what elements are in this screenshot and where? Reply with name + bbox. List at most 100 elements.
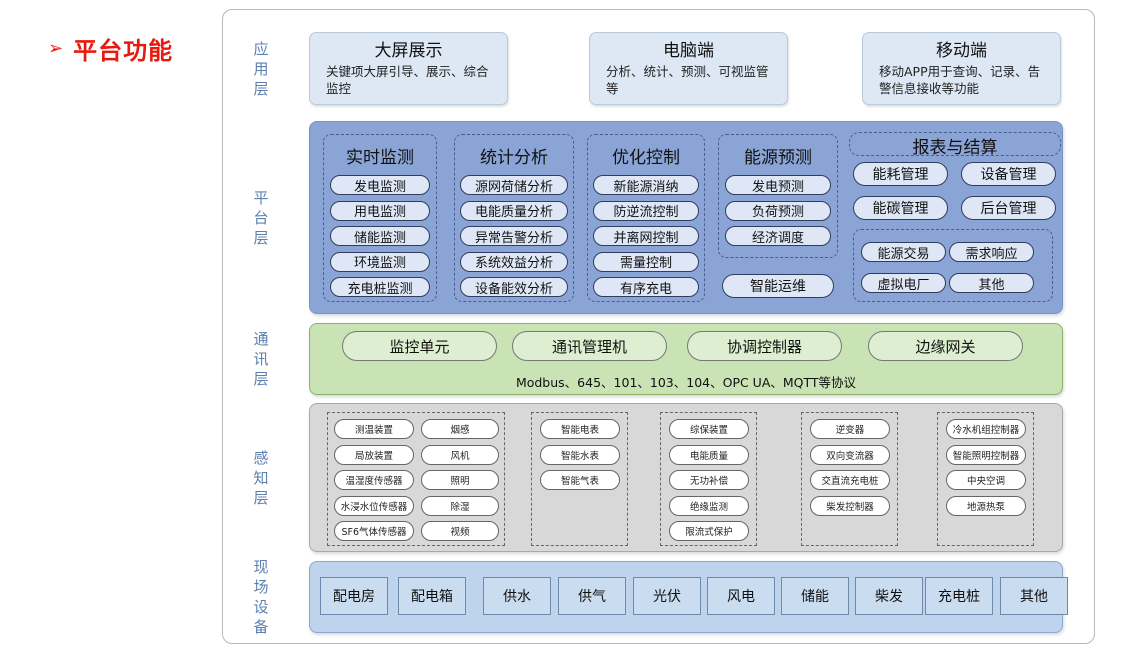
- report-pill: 设备管理: [961, 162, 1056, 186]
- platform-pill: 设备能效分析: [460, 277, 568, 297]
- sensor-pill: 智能水表: [540, 444, 620, 465]
- perception-group-1: 智能电表智能水表智能气表: [531, 412, 628, 546]
- sensor-pill: 智能照明控制器: [946, 444, 1026, 465]
- field-device-box: 柴发: [855, 577, 923, 615]
- report-pill: 能碳管理: [853, 196, 948, 220]
- field-device-box: 风电: [707, 577, 775, 615]
- platform-pill: 负荷预测: [725, 200, 831, 221]
- sensor-pill: 限流式保护: [669, 521, 749, 541]
- field-device-box: 储能: [781, 577, 849, 615]
- sensor-pill: 风机: [421, 444, 499, 465]
- platform-group-title: 能源预测: [744, 148, 812, 168]
- platform-pill: 电能质量分析: [460, 200, 568, 221]
- field-layer-band: 配电房配电箱供水供气光伏风电储能柴发充电桩其他: [309, 561, 1068, 633]
- sensor-pill: 智能电表: [540, 419, 620, 439]
- app-card-title: 电脑端: [663, 41, 714, 61]
- app-card-desc: 关键项大屏引导、展示、综合监控: [326, 64, 489, 96]
- sensor-pill: 温湿度传感器: [334, 470, 414, 490]
- field-device-box: 配电房: [320, 577, 388, 615]
- perception-group-4: 冷水机组控制器智能照明控制器中央空调地源热泵: [937, 412, 1034, 546]
- sensor-pill: 烟感: [421, 419, 499, 439]
- app-card-big-screen: 大屏展示 关键项大屏引导、展示、综合监控: [309, 32, 508, 105]
- platform-group-3: 能源预测发电预测负荷预测经济调度: [718, 134, 838, 258]
- platform-pill: 环境监测: [330, 251, 430, 272]
- platform-pill: 发电监测: [330, 175, 430, 195]
- sensor-pill: 冷水机组控制器: [946, 419, 1026, 439]
- page-title: 平台功能: [73, 36, 174, 65]
- platform-group-2: 优化控制新能源消纳防逆流控制并离网控制需量控制有序充电: [587, 134, 705, 302]
- field-device-box: 配电箱: [398, 577, 466, 615]
- sensor-pill: 双向变流器: [810, 444, 890, 465]
- app-card-desc: 移动APP用于查询、记录、告警信息接收等功能: [879, 64, 1041, 96]
- field-device-box: 供水: [483, 577, 551, 615]
- sensor-pill: 中央空调: [946, 470, 1026, 490]
- comm-pill: 边缘网关: [868, 331, 1023, 361]
- arrow-bullet-icon: ➢: [48, 37, 64, 59]
- sensor-pill: 电能质量: [669, 444, 749, 465]
- field-device-box: 充电桩: [925, 577, 993, 615]
- sensor-pill: 照明: [421, 470, 499, 490]
- platform-pill: 经济调度: [725, 226, 831, 246]
- report-sub-group: 能源交易需求响应虚拟电厂其他: [853, 229, 1053, 302]
- platform-layer-band: 实时监测发电监测用电监测储能监测环境监测充电桩监测统计分析源网荷储分析电能质量分…: [309, 121, 1063, 314]
- perception-group-2: 综保装置电能质量无功补偿绝缘监测限流式保护: [660, 412, 757, 546]
- report-sub-pill: 其他: [949, 273, 1034, 293]
- app-card-pc: 电脑端 分析、统计、预测、可视监管等: [589, 32, 788, 105]
- report-pill: 后台管理: [961, 196, 1056, 220]
- app-card-desc: 分析、统计、预测、可视监管等: [606, 64, 769, 96]
- field-device-box: 供气: [558, 577, 626, 615]
- platform-group-title: 实时监测: [346, 148, 414, 168]
- sensor-pill: 局放装置: [334, 444, 414, 465]
- sensor-pill: 测温装置: [334, 419, 414, 439]
- layer-label-platform: 平台层: [253, 188, 269, 247]
- platform-pill: 防逆流控制: [593, 200, 699, 221]
- layer-label-perception: 感知层: [253, 448, 269, 507]
- layer-label-field: 现场设备: [253, 558, 269, 636]
- sensor-pill: 柴发控制器: [810, 495, 890, 516]
- sensor-pill: 无功补偿: [669, 470, 749, 490]
- platform-pill: 有序充电: [593, 277, 699, 297]
- sensor-pill: 综保装置: [669, 419, 749, 439]
- layer-label-comm: 通讯层: [253, 330, 269, 388]
- sensor-pill: 水浸水位传感器: [334, 495, 414, 516]
- platform-group-title: 统计分析: [480, 148, 548, 168]
- platform-pill: 需量控制: [593, 251, 699, 272]
- ops-pill: 智能运维: [722, 274, 834, 298]
- sensor-pill: 交直流充电桩: [810, 470, 890, 490]
- field-device-box: 其他: [1000, 577, 1068, 615]
- platform-pill: 并离网控制: [593, 226, 699, 246]
- report-sub-pill: 需求响应: [949, 242, 1034, 262]
- report-pill: 能耗管理: [853, 162, 948, 186]
- comm-layer-band: 监控单元通讯管理机协调控制器边缘网关 Modbus、645、101、103、10…: [309, 323, 1063, 395]
- protocol-text: Modbus、645、101、103、104、OPC UA、MQTT等协议: [515, 375, 857, 390]
- comm-pill: 协调控制器: [687, 331, 842, 361]
- report-sub-pill: 虚拟电厂: [861, 273, 946, 293]
- sensor-pill: SF6气体传感器: [334, 521, 414, 541]
- report-title-box: 报表与结算: [849, 132, 1061, 158]
- perception-group-3: 逆变器双向变流器交直流充电桩柴发控制器: [801, 412, 898, 546]
- platform-pill: 用电监测: [330, 200, 430, 221]
- report-title: 报表与结算: [912, 138, 998, 158]
- sensor-pill: 绝缘监测: [669, 495, 749, 516]
- sensor-pill: 逆变器: [810, 419, 890, 439]
- comm-pill: 通讯管理机: [512, 331, 667, 361]
- app-card-title: 大屏展示: [374, 41, 443, 61]
- platform-pill: 源网荷储分析: [460, 175, 568, 195]
- page-heading: ➢ 平台功能: [48, 30, 173, 66]
- app-card-title: 移动端: [936, 41, 987, 61]
- platform-group-1: 统计分析源网荷储分析电能质量分析异常告警分析系统效益分析设备能效分析: [454, 134, 574, 302]
- app-card-mobile: 移动端 移动APP用于查询、记录、告警信息接收等功能: [862, 32, 1061, 105]
- sensor-pill: 智能气表: [540, 470, 620, 490]
- platform-pill: 充电桩监测: [330, 277, 430, 297]
- platform-pill: 系统效益分析: [460, 251, 568, 272]
- report-sub-pill: 能源交易: [861, 242, 946, 262]
- layer-label-app: 应用层: [253, 39, 269, 98]
- sensor-pill: 地源热泵: [946, 495, 1026, 516]
- comm-pill: 监控单元: [342, 331, 497, 361]
- field-device-box: 光伏: [633, 577, 701, 615]
- platform-pill: 异常告警分析: [460, 226, 568, 246]
- platform-group-title: 优化控制: [612, 148, 680, 168]
- sensor-pill: 视频: [421, 521, 499, 541]
- platform-pill: 发电预测: [725, 175, 831, 195]
